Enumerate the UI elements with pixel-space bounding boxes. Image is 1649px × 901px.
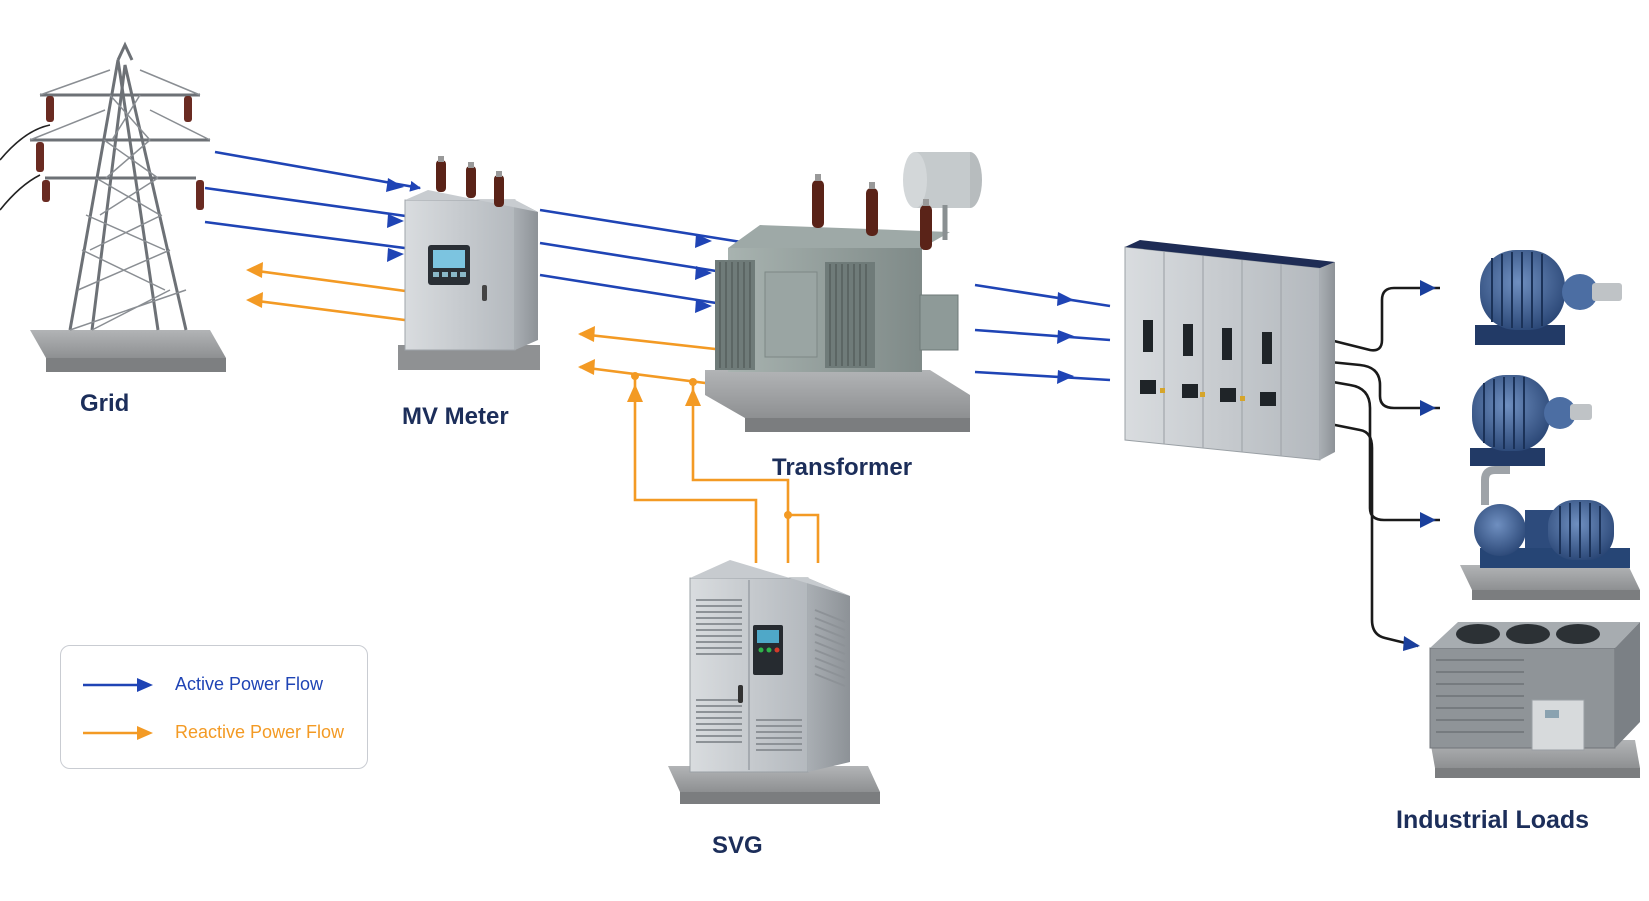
legend-item-reactive: Reactive Power Flow <box>83 722 344 743</box>
arrowhead <box>578 359 595 375</box>
active-line-grid-2 <box>204 186 421 220</box>
legend-label-reactive: Reactive Power Flow <box>175 722 345 742</box>
legend-item-active: Active Power Flow <box>83 674 323 695</box>
label-mv-meter: MV Meter <box>402 403 509 430</box>
arrowhead <box>578 326 595 342</box>
arrowhead <box>1420 280 1436 296</box>
svg-cabinet-icon <box>668 560 880 804</box>
arrowhead <box>685 388 701 406</box>
reactive-line-meter-1 <box>249 268 421 295</box>
arrowhead <box>695 266 712 280</box>
legend: Active Power Flow Reactive Power Flow <box>60 645 368 769</box>
load-arrowheads <box>1403 280 1436 651</box>
arrowhead <box>386 178 404 192</box>
arrowhead <box>695 299 712 313</box>
arrowhead <box>387 248 404 262</box>
load-feeders <box>1309 286 1440 648</box>
arrowhead <box>1403 636 1420 651</box>
feeder-motor-2 <box>1309 358 1440 410</box>
active-line-grid-3 <box>204 220 421 252</box>
arrowhead <box>1057 370 1074 384</box>
active-line-tf-3 <box>974 370 1111 382</box>
legend-label-active: Active Power Flow <box>175 674 324 694</box>
feeder-chiller <box>1309 418 1419 648</box>
active-line-grid-1 <box>214 150 422 192</box>
label-svg: SVG <box>712 832 763 859</box>
active-arrowheads <box>386 178 1074 384</box>
label-transformer: Transformer <box>772 454 913 481</box>
transformer-icon <box>705 152 982 432</box>
arrowhead <box>1420 512 1436 528</box>
arrowhead <box>1057 330 1074 344</box>
feeder-motor-1 <box>1309 286 1440 352</box>
chiller-icon <box>1429 622 1640 778</box>
active-line-meter-1 <box>539 208 761 247</box>
pump-icon <box>1460 466 1640 600</box>
active-power-lines <box>204 150 1111 382</box>
arrowhead <box>627 384 643 402</box>
arrowhead <box>1420 400 1436 416</box>
arrowhead <box>387 214 404 228</box>
junction-dot <box>631 372 639 380</box>
arrowhead <box>246 262 263 278</box>
motor-icon <box>1475 250 1622 345</box>
reactive-line-meter-2 <box>249 298 421 324</box>
reactive-arrowheads <box>246 262 792 519</box>
transmission-tower-icon <box>0 41 226 372</box>
label-grid: Grid <box>80 390 130 417</box>
arrowhead <box>1057 292 1074 306</box>
label-industrial-loads: Industrial Loads <box>1396 806 1590 834</box>
feeder-pump <box>1309 376 1440 522</box>
arrowhead <box>246 292 263 308</box>
switchgear-icon <box>1124 240 1335 461</box>
motor-icon <box>1470 375 1592 466</box>
junction-dot <box>784 511 792 519</box>
active-arrow-icon <box>83 677 153 692</box>
arrowhead <box>695 234 712 248</box>
junction-dot <box>689 378 697 386</box>
meter-cabinet-icon <box>398 156 540 370</box>
reactive-arrow-icon <box>83 725 153 740</box>
active-line-tf-2 <box>974 328 1111 342</box>
active-line-tf-1 <box>974 283 1111 308</box>
